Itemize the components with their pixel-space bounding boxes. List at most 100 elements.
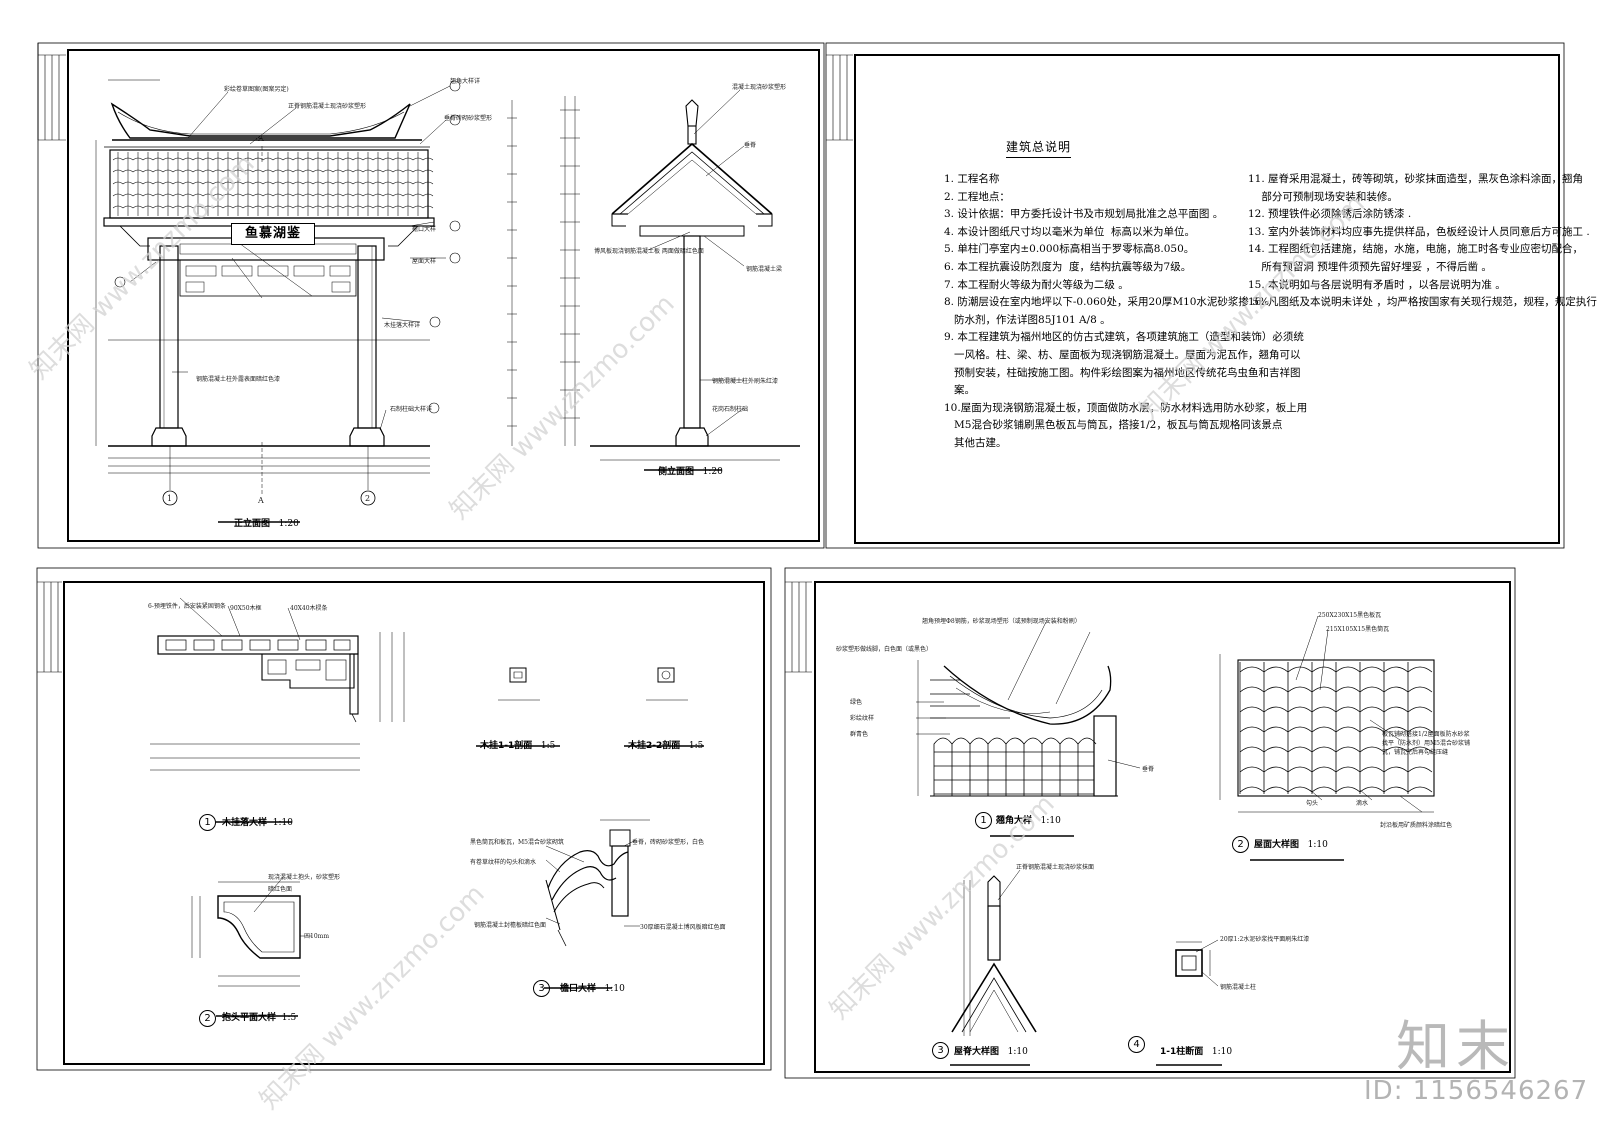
notes-left-line: 案。: [944, 384, 976, 397]
notes-right-line: 所有预留洞 预埋件须预先留好埋妥 ，不得后凿 。: [1248, 261, 1492, 273]
column-section: [1156, 939, 1222, 1066]
view-number-corner: 1: [975, 812, 992, 829]
view-number-roof: 2: [1232, 836, 1249, 853]
side-elevation: [507, 89, 800, 471]
callout-side-column: 钢筋混凝土柱外刷朱红漆: [712, 378, 779, 385]
front-elevation: [95, 79, 461, 523]
callout-beam-head: 现浇混凝土抱头，砂浆塑形: [268, 874, 341, 881]
beam-head-detail: [191, 875, 312, 1017]
callout-side-base: 花岗石制柱础: [712, 406, 749, 413]
notes-right-line: 11. 屋脊采用混凝土，砖等砌筑，砂浆抹面造型，黑灰色涂料涂面，翘角: [1248, 173, 1584, 185]
callout-base: 石制柱础大样详: [390, 406, 433, 413]
notes-left-line: 防水剂，作法详图85J101 A/8 。: [944, 313, 1111, 326]
view-number-ridge: 3: [932, 1042, 949, 1059]
notes-left-line: 9. 本工程建筑为福州地区的仿古式建筑，各项建筑施工（造型和装饰）必须统: [944, 331, 1304, 344]
callout-pattern: 彩绘纹样: [850, 715, 875, 722]
callout-vertical-ridge: 垂脊: [1142, 766, 1155, 773]
callout-wood-frame: 90X50木框: [230, 605, 262, 612]
column-caption: 1-1柱断面 1:10: [1160, 1047, 1233, 1057]
side-elevation-caption: 侧立面图 1:20: [658, 467, 723, 477]
corner-detail: [916, 621, 1141, 837]
brand-logo: 知末: [1396, 1015, 1516, 1078]
callout-fascia-paint: 封沿板用矿质颜料涂暗红色: [1380, 822, 1453, 829]
notes-title: 建筑总说明: [1006, 138, 1072, 158]
notes-left-line: 其他古建。: [944, 437, 1007, 449]
ridge-caption: 屋脊大样图 1:10: [954, 1047, 1028, 1057]
view-number-column: 4: [1128, 1036, 1145, 1053]
section-label-a-top: A: [258, 134, 264, 143]
notes-left-line: 8. 防潮层设在室内地坪以下-0.060处，采用20厚M10水泥砂浆掺 5%: [944, 296, 1269, 309]
callout-mortar-line: 砂浆塑形做线脚，白色面（或黑色）: [836, 646, 933, 653]
notes-left-line: 10.屋面为现浇钢筋混凝土板，顶面做防水层，防水材料选用防水砂浆，板上用: [944, 401, 1308, 414]
callout-main-ridge: 正脊钢筋混凝土现浇砂浆塑形: [288, 103, 367, 110]
notes-left-line: 3. 设计依据：甲方委托设计书及市规划局批准之总平面图 。: [944, 208, 1224, 221]
callout-column-finish: 20厚1:2水泥砂浆找平面刷朱红漆: [1220, 936, 1310, 943]
callout-beam-head-color: 暗红色面: [268, 886, 293, 893]
notes-left-line: 5. 单柱门亭室内±0.000标高相当于罗零标高8.050。: [944, 243, 1195, 256]
view-number-lattice: 1: [199, 814, 216, 831]
callout-barge-board: 30厚细石混凝土博风板暗红色面: [640, 924, 726, 931]
section-label-a-bottom: A: [258, 496, 264, 505]
eave-detail: [544, 819, 650, 989]
callout-drip-tiles: 有卷草纹样的勾头和滴水: [470, 859, 537, 866]
callout-tile-laying: 板瓦铺砌搭接1/2屋面板防水砂浆找平（防水剂）用M5混合砂浆铺瓦，铺瓦完后再勾缝…: [1382, 731, 1470, 756]
notes-right-line: 16. 凡图纸及本说明未详处 ，均严格按国家有关现行规范，规程，规定执行 。: [1248, 296, 1600, 309]
axis-label-2: 2: [365, 494, 371, 503]
callout-hip-ridge: 垂脊砖砌砂浆塑形: [444, 115, 493, 122]
sheet-1-frame: [37, 42, 825, 549]
notes-left-line: 6. 本工程抗震设防烈度为 度，结构抗震等级为7级。: [944, 261, 1192, 273]
roof-tile-detail: [1219, 615, 1435, 861]
lattice-section-2-caption: 木挂2-2剖面 1:5: [628, 741, 704, 751]
callout-drip: 滴水: [1356, 800, 1369, 807]
callout-main-ridge-detail: 正脊钢筋混凝土现浇砂浆抹面: [1016, 864, 1095, 871]
id-tag: ID: 1156546267: [1364, 1076, 1589, 1106]
notes-left-line: 4. 本设计图纸尺寸均以毫米为单位 标高以米为单位。: [944, 225, 1196, 238]
callout-wood-bar: 40X40木棂条: [290, 605, 328, 612]
callout-embedded-iron: 6-预埋铁件，后安装紧固钢条: [148, 603, 226, 610]
notes-left-line: 预制安装，柱础按施工图。构件彩绘图案为福州地区传统花鸟虫鱼和吉祥图: [944, 366, 1301, 379]
callout-fascia: 钢筋混凝土封檐板暗红色面: [474, 922, 547, 929]
notes-right-line: 13. 室内外装饰材料均应事先提供样品，色板经设计人员同意后方可施工 .: [1248, 225, 1590, 238]
callout-eave-tile: 勾头: [1306, 800, 1319, 807]
notes-right-line: 14. 工程图纸包括建施，结施，水施，电施，施工时各专业应密切配合，: [1248, 243, 1584, 256]
notes-left-line: 7. 本工程耐火等级为耐火等级为二级 。: [944, 278, 1129, 291]
callout-side-board: 博风板现浇钢筋混凝土板 两面做暗红色面: [594, 248, 704, 255]
callout-plate-tile: 250X230X15黑色板瓦: [1318, 612, 1382, 619]
callout-tube-tile: 215X105X15黑色筒瓦: [1326, 626, 1390, 633]
lattice-section-1-caption: 木挂1-1剖面 1:5: [480, 741, 556, 751]
notes-right-line: 15. 本说明如与各层说明有矛盾时 ，以各层说明为准 。: [1248, 278, 1506, 291]
front-elevation-caption: 正立面图 1:20: [234, 519, 299, 529]
sheet-3-frame: [36, 567, 772, 1071]
ridge-detail: [950, 869, 1037, 1066]
callout-tiles-mortar: 黑色筒瓦和板瓦，M5混合砂浆砌筑: [470, 839, 564, 846]
callout-corner: 翘角大样详: [450, 78, 481, 85]
callout-green: 绿色: [850, 699, 863, 706]
lattice-caption: 木挂落大样 1:10: [222, 818, 293, 828]
sheet-4-frame: [784, 567, 1516, 1079]
notes-left-line: 2. 工程地点：: [944, 190, 1010, 203]
callout-rc-column: 钢筋混凝土柱: [1220, 984, 1257, 991]
callout-hip-white: 垂脊，砖砌砂浆塑形，白色: [632, 839, 705, 846]
gate-sign-plaque: 鱼慕湖鉴: [231, 223, 315, 245]
callout-side-ridge: 混凝土现浇砂浆塑形: [732, 84, 787, 91]
callout-ornament: 彩绘卷草图案(图案另定): [224, 86, 289, 93]
roof-caption: 屋面大样图 1:10: [1254, 840, 1328, 850]
notes-left-line: 1. 工程名称: [944, 173, 1000, 185]
axis-label-1: 1: [167, 494, 173, 503]
callout-lattice: 木挂落大样详: [384, 322, 421, 329]
notes-right-line: 部分可预制现场安装和装修。: [1248, 190, 1398, 203]
callout-side-hip: 垂脊: [744, 142, 757, 149]
lattice-detail: [150, 597, 704, 823]
callout-eave: 檐口大样: [412, 226, 437, 233]
view-number-beam-head: 2: [199, 1010, 216, 1027]
sheet-2-frame: [825, 42, 1565, 549]
notes-left-line: 一风格。柱、梁、枋、屋面板为现浇钢筋混凝土。屋面为泥瓦作，翘角可以: [944, 349, 1301, 361]
callout-side-beam: 钢筋混凝土梁: [746, 266, 783, 273]
callout-ultramarine: 群青色: [850, 731, 869, 738]
beam-head-caption: 抱头平面大样 1:5: [222, 1013, 297, 1023]
callout-roof: 屋面大样: [412, 258, 437, 265]
view-number-eave: 3: [533, 980, 550, 997]
callout-corner-rebar: 翘角预埋Φ8钢筋，砂浆现场塑形（或预制现场安装和粉刷）: [922, 618, 1081, 625]
corner-caption: 翘角大样 1:10: [996, 816, 1061, 826]
